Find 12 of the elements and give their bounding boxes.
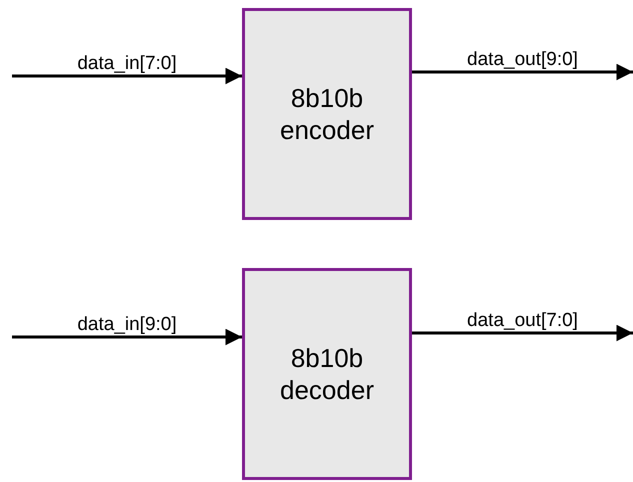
block-label: 8b10b encoder: [279, 82, 375, 146]
block-label: 8b10b decoder: [279, 342, 375, 406]
block-box: [242, 8, 412, 220]
signal-arrow: [12, 328, 242, 346]
signal-arrow: [412, 324, 633, 342]
signal-label: data_out[7:0]: [467, 311, 578, 331]
signal-label: data_in[7:0]: [77, 54, 177, 74]
signal-label: data_out[9:0]: [467, 50, 578, 70]
block-box: [242, 268, 412, 480]
signal-arrow: [412, 64, 633, 80]
signal-label: data_in[9:0]: [77, 315, 177, 335]
signal-arrow: [12, 68, 242, 84]
